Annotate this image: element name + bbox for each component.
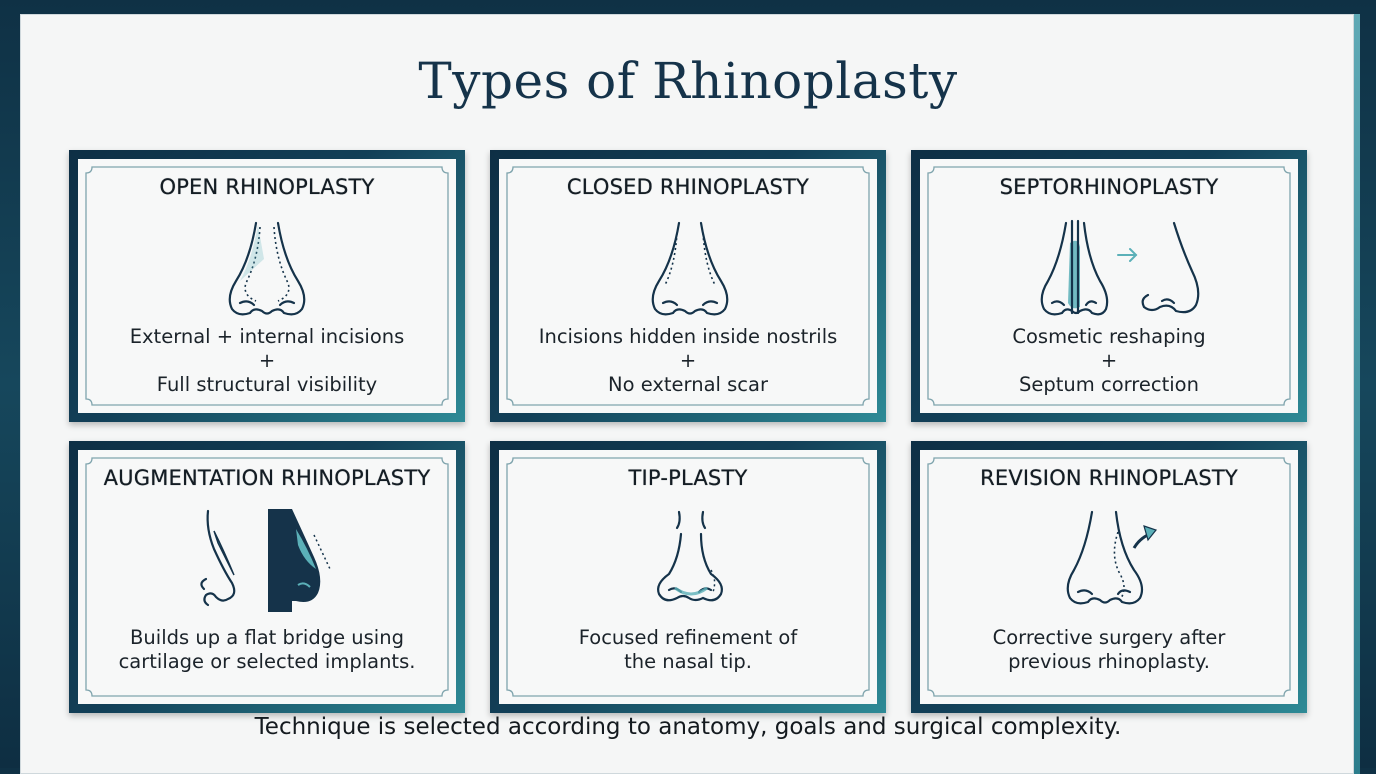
card-description: Corrective surgery after previous rhinop… bbox=[920, 626, 1298, 674]
card-closed-rhinoplasty: CLOSED RHINOPLASTY Incisions hidden insi… bbox=[490, 150, 886, 422]
description-line: the nasal tip. bbox=[624, 650, 752, 673]
augmentation-nose-icon bbox=[200, 509, 331, 612]
description-line: Focused refinement of bbox=[578, 626, 798, 649]
footer-note: Technique is selected according to anato… bbox=[254, 714, 1122, 740]
card-title: SEPTORHINOPLASTY bbox=[999, 175, 1219, 199]
description-line: Corrective surgery after bbox=[992, 626, 1226, 649]
description-line: + bbox=[1100, 349, 1118, 372]
description-line: No external scar bbox=[608, 373, 768, 396]
description-line: External + internal incisions bbox=[129, 325, 405, 348]
description-line: + bbox=[258, 349, 276, 372]
revision-nose-icon bbox=[1066, 510, 1158, 605]
description-line: previous rhinoplasty. bbox=[1008, 650, 1210, 673]
card-description: Cosmetic reshaping + Septum correction bbox=[920, 325, 1298, 397]
card-title: REVISION RHINOPLASTY bbox=[980, 466, 1238, 490]
card-description: Incisions hidden inside nostrils + No ex… bbox=[499, 325, 877, 397]
description-line: Cosmetic reshaping bbox=[1012, 325, 1206, 348]
closed-nose-icon bbox=[651, 221, 729, 316]
card-title: OPEN RHINOPLASTY bbox=[159, 175, 375, 199]
card-description: Builds up a flat bridge using cartilage … bbox=[78, 626, 456, 674]
card-tip-plasty: TIP-PLASTY Focused refinement of the nas… bbox=[490, 441, 886, 713]
septum-nose-icon bbox=[1040, 219, 1200, 316]
card-augmentation-rhinoplasty: AUGMENTATION RHINOPLASTY Builds up a fla… bbox=[69, 441, 465, 713]
tip-nose-icon bbox=[657, 510, 723, 602]
card-title: CLOSED RHINOPLASTY bbox=[566, 175, 810, 199]
card-title: TIP-PLASTY bbox=[628, 466, 748, 490]
card-description: External + internal incisions + Full str… bbox=[78, 325, 456, 397]
description-line: cartilage or selected implants. bbox=[118, 650, 416, 673]
card-septorhinoplasty: SEPTORHINOPLASTY Cosmetic reshaping + bbox=[911, 150, 1307, 422]
description-line: Septum correction bbox=[1019, 373, 1199, 396]
card-description: Focused refinement of the nasal tip. bbox=[499, 626, 877, 674]
description-line: Builds up a flat bridge using bbox=[130, 626, 404, 649]
page-title: Types of Rhinoplasty bbox=[418, 52, 958, 110]
description-line: Incisions hidden inside nostrils bbox=[538, 325, 838, 348]
card-revision-rhinoplasty: REVISION RHINOPLASTY Corrective surgery … bbox=[911, 441, 1307, 713]
open-nose-icon bbox=[228, 221, 306, 316]
description-line: + bbox=[679, 349, 697, 372]
description-line: Full structural visibility bbox=[156, 373, 378, 396]
slide-edge-accent bbox=[1354, 14, 1360, 774]
card-open-rhinoplasty: OPEN RHINOPLASTY External + internal inc… bbox=[69, 150, 465, 422]
card-title: AUGMENTATION RHINOPLASTY bbox=[103, 466, 431, 490]
